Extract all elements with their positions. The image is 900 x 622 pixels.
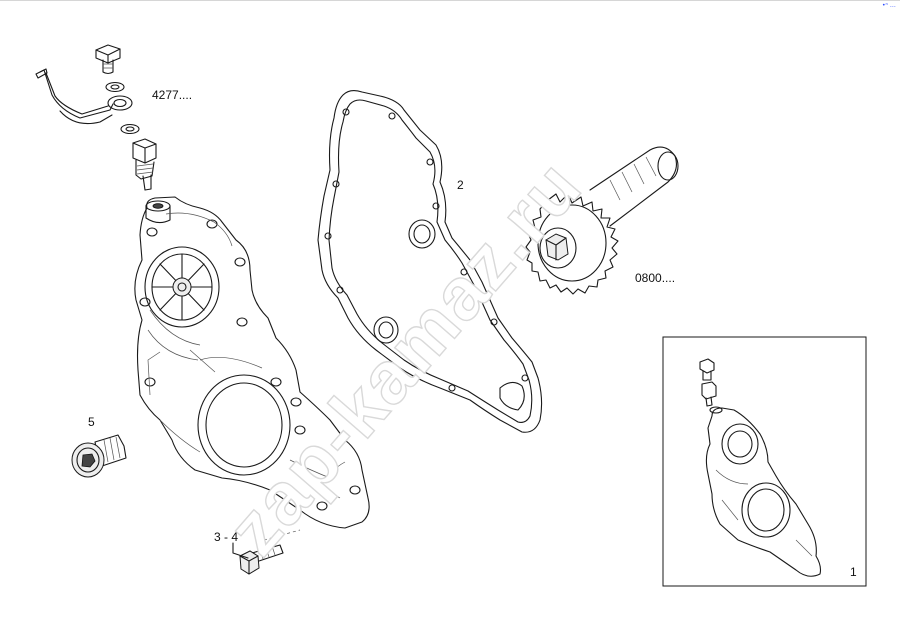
pump-housing [144, 246, 220, 328]
callout-gasket: 2 [457, 178, 464, 192]
callout-pipe: 4277.... [152, 88, 192, 102]
callout-bolt: 3 - 4 [214, 530, 238, 544]
banjo-eye [107, 95, 133, 111]
assembly-inset [699, 358, 822, 577]
leader-bolt-axis [263, 529, 301, 541]
leader-bolt [232, 542, 249, 559]
pipe-assembly [35, 44, 157, 191]
assembly-inset-frame [662, 336, 867, 587]
corner-mark: •ⁿ … [882, 2, 896, 9]
gasket [317, 89, 543, 433]
washer-bottom [120, 123, 140, 135]
watermark: zap-kamaz.ru [211, 144, 597, 570]
socket-screw [71, 434, 127, 478]
callout-screw: 5 [88, 415, 95, 429]
callout-gear: 0800.... [635, 271, 675, 285]
union-fitting [132, 138, 157, 191]
banjo-bolt [95, 44, 121, 75]
front-cover [134, 196, 370, 529]
washer-top [105, 81, 125, 93]
callout-assembly: 1 [850, 565, 857, 579]
oil-pipe [39, 69, 114, 119]
top-border [0, 0, 900, 1]
gear-shaft [525, 146, 679, 295]
crank-opening [197, 374, 291, 476]
